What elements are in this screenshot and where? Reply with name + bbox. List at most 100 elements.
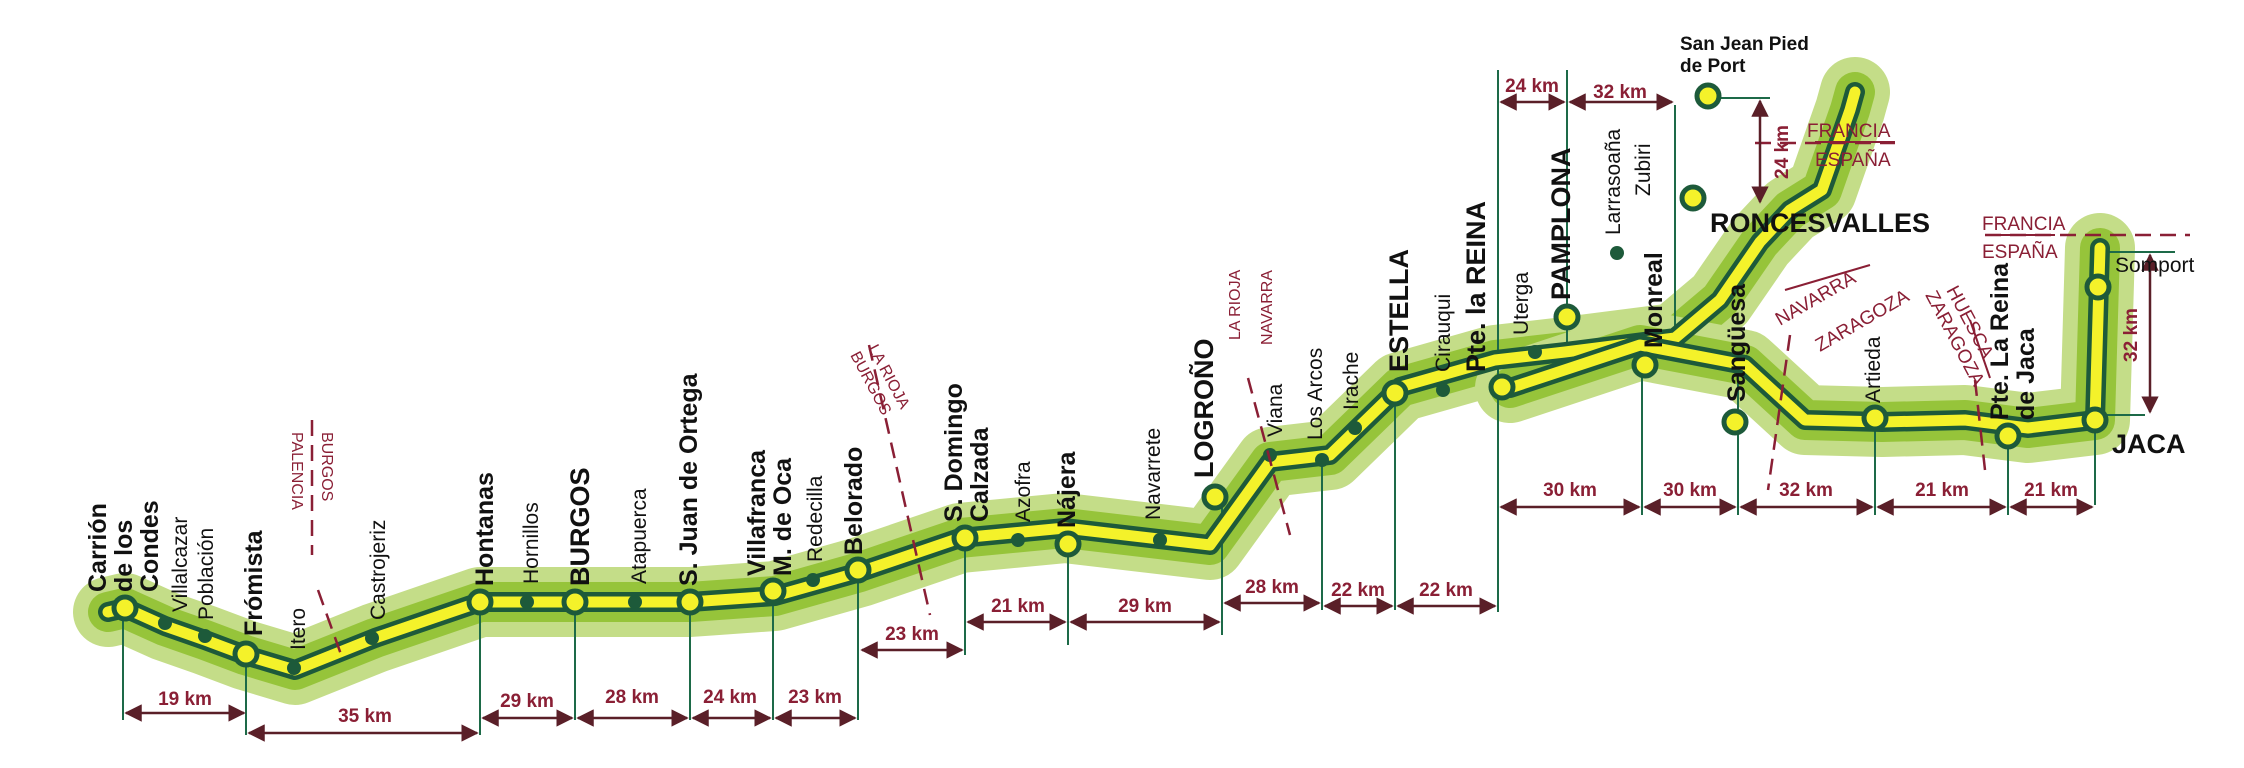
- dist-belorado-sdomingo: 23 km: [885, 624, 939, 645]
- dot-losarcos: [1315, 453, 1329, 467]
- stop-najera: [1054, 530, 1082, 558]
- dot-redecilla: [806, 573, 820, 587]
- label-hornillos: Hornillos: [520, 502, 543, 584]
- label-artieda: Artieda: [1862, 336, 1885, 403]
- dist-estella-ptereina: 22 km: [1419, 580, 1473, 601]
- dist-sanguesa-artieda: 32 km: [1779, 480, 1833, 501]
- label-azofra: Azofra: [1012, 461, 1035, 522]
- stop-villafranca: [759, 577, 787, 605]
- stop-artieda: [1861, 404, 1889, 432]
- label-burgos: BURGOS: [565, 467, 595, 586]
- label-sdomingo-2: Calzada: [966, 426, 994, 522]
- label-carrion: Carrión: [84, 503, 112, 592]
- stop-carrion: [111, 594, 139, 622]
- stop-sanjean: [1694, 82, 1722, 110]
- dist-monreal-sanguesa: 30 km: [1663, 480, 1717, 501]
- dist-sdomingo-najera: 21 km: [991, 596, 1045, 617]
- dot-hornillos: [520, 595, 534, 609]
- dist-ptereina-pamplona: 24 km: [1505, 76, 1559, 97]
- label-pamplona: PAMPLONA: [1546, 148, 1576, 301]
- dot-villalcazar: [158, 616, 172, 630]
- dist-ptereinajaca-jaca: 21 km: [2024, 480, 2078, 501]
- dist-roncesvalles-sanjean: 24 km: [1772, 125, 1793, 179]
- label-belorado: Belorado: [840, 447, 868, 555]
- label-ptereinajaca-1: Pte. La Reina: [1986, 262, 2014, 420]
- distance-arrows: [124, 93, 2159, 742]
- label-villalcazar: Villalcazar: [169, 517, 192, 612]
- border-francia-2: FRANCIA: [1982, 214, 2066, 235]
- label-atapuerca: Atapuerca: [628, 488, 651, 584]
- label-cirauqui: Cirauqui: [1432, 294, 1455, 372]
- label-sanguesa: Sangüesa: [1723, 283, 1751, 402]
- stop-jaca: [2081, 406, 2109, 434]
- stop-belorado: [844, 556, 872, 584]
- stop-sdomingo: [951, 524, 979, 552]
- border-espana-2: ESPAÑA: [1982, 241, 2058, 263]
- label-viana: Viana: [1264, 383, 1287, 437]
- stop-sjortega: [676, 588, 704, 616]
- stop-logrono: [1201, 483, 1229, 511]
- label-villafranca-1: Villafranca: [743, 449, 771, 576]
- border-navarra-1: NAVARRA: [1259, 270, 1276, 345]
- label-carrion-line: Carrión: [84, 503, 112, 592]
- dot-azofra: [1011, 533, 1025, 547]
- distance-labels: 19 km 35 km 29 km 28 km 24 km 23 km 23 k…: [158, 76, 2142, 727]
- dot-poblacion: [198, 629, 212, 643]
- stop-estella: [1381, 379, 1409, 407]
- dot-navarrete: [1153, 533, 1167, 547]
- label-sjortega: S. Juan de Ortega: [675, 372, 703, 586]
- label-navarrete: Navarrete: [1142, 428, 1165, 520]
- label-irache: Irache: [1340, 352, 1363, 410]
- town-labels: Carrión de los Condes Villalcazar Poblac…: [84, 34, 2195, 650]
- stop-hontanas: [466, 588, 494, 616]
- dot-atapuerca: [628, 595, 642, 609]
- dot-itero: [287, 661, 301, 675]
- label-larrasoana: Larrasoaña: [1602, 128, 1625, 235]
- stop-sanguesa: [1721, 408, 1749, 436]
- border-burgos: BURGOS: [318, 432, 335, 501]
- dot-castrojeriz: [365, 631, 379, 645]
- stop-burgos: [561, 588, 589, 616]
- dot-larrasoana: [1610, 246, 1624, 260]
- label-ptereinajaca-2: de Jaca: [2012, 327, 2040, 420]
- label-losarcos: Los Arcos: [1304, 348, 1327, 440]
- label-somport: Somport: [2115, 254, 2195, 277]
- dist-pamplona-roncesvalles: 32 km: [1593, 82, 1647, 103]
- label-zubiri: Zubiri: [1632, 143, 1655, 196]
- label-estella: ESTELLA: [1384, 249, 1414, 372]
- dist-sjortega-villafranca: 24 km: [703, 687, 757, 708]
- label-castrojeriz: Castrojeriz: [367, 520, 390, 620]
- label-sdomingo-1: S. Domingo: [940, 383, 968, 522]
- dist-najera-logrono: 29 km: [1118, 596, 1172, 617]
- stop-monreal: [1631, 351, 1659, 379]
- dist-ptereina-monreal: 30 km: [1543, 480, 1597, 501]
- dist-fromista-hontanas: 35 km: [338, 706, 392, 727]
- label-villafranca-2: M. de Oca: [769, 457, 797, 576]
- label-fromista: Frómista: [240, 529, 268, 636]
- dist-artieda-ptereinajaca: 21 km: [1915, 480, 1969, 501]
- dist-carrion-fromista: 19 km: [158, 689, 212, 710]
- label-poblacion: Población: [195, 528, 218, 620]
- label-logrono: LOGROÑO: [1188, 339, 1219, 479]
- label-jaca: JACA: [2112, 429, 2186, 459]
- border-solid-ticks: [1784, 141, 2055, 379]
- dist-losarcos-estella: 22 km: [1331, 580, 1385, 601]
- stop-fromista: [232, 640, 260, 668]
- border-espana-1: ESPAÑA: [1815, 149, 1891, 171]
- minor-stops: [158, 246, 1624, 675]
- label-redecilla: Redecilla: [804, 475, 827, 562]
- label-carrion-3: Condes: [136, 500, 164, 592]
- dist-jaca-somport: 32 km: [2121, 308, 2142, 362]
- label-carrion-2: de los: [110, 520, 138, 592]
- dist-villafranca-belorado: 23 km: [788, 687, 842, 708]
- dot-irache: [1348, 421, 1362, 435]
- label-sanjean-1: San Jean Pied: [1680, 34, 1809, 55]
- dist-burgos-sjortega: 28 km: [605, 687, 659, 708]
- stop-ptereina: [1488, 373, 1516, 401]
- label-uterga: Uterga: [1510, 272, 1533, 335]
- dot-uterga: [1528, 345, 1542, 359]
- label-roncesvalles: RONCESVALLES: [1710, 208, 1930, 238]
- border-palencia: PALENCIA: [288, 432, 305, 510]
- label-sanjean-2: de Port: [1680, 56, 1746, 77]
